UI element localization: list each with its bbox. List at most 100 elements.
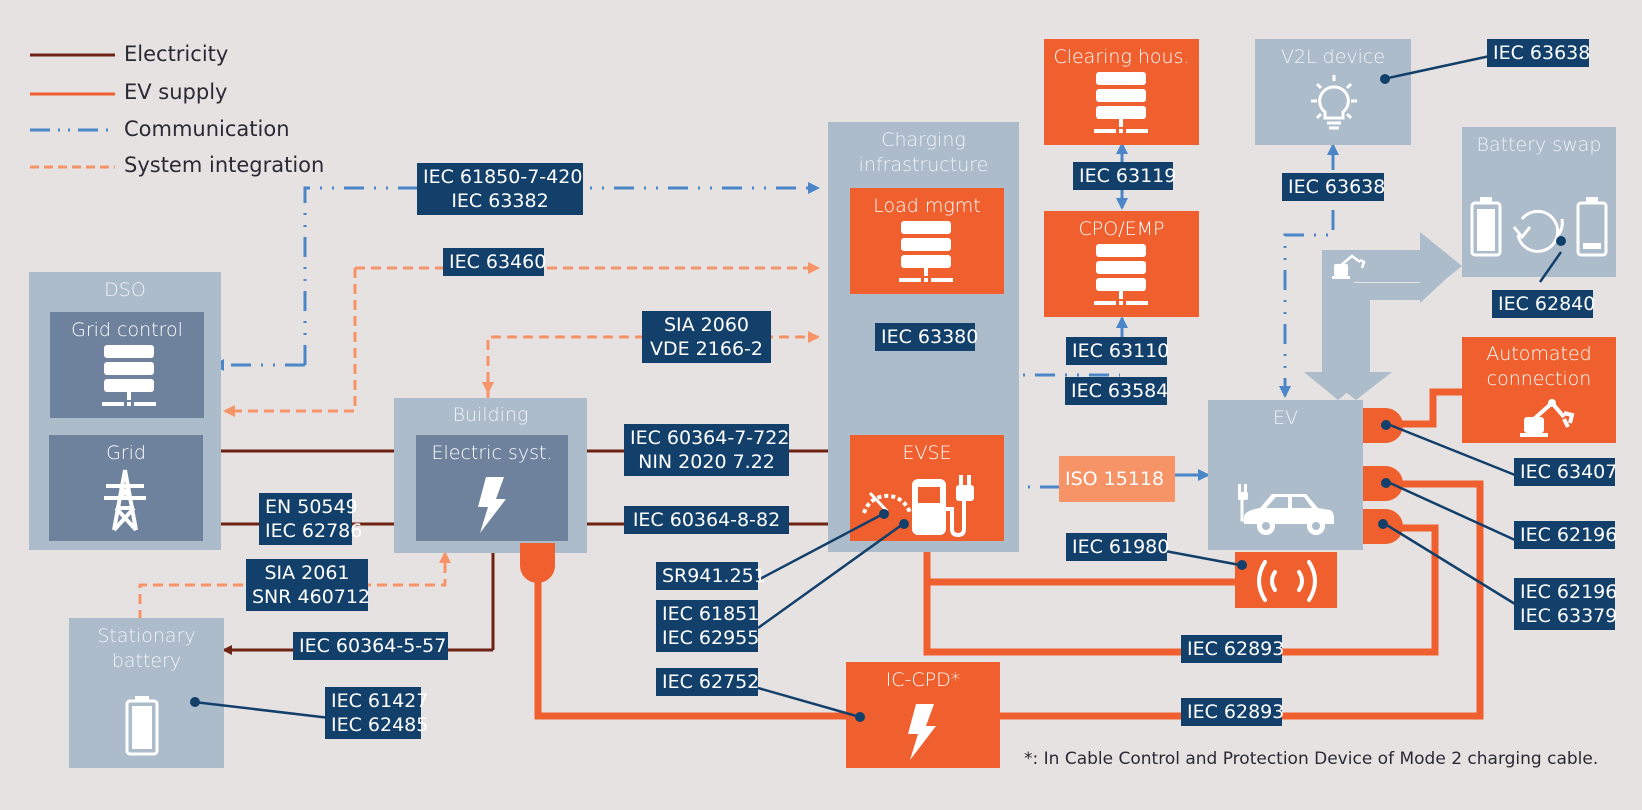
tag-iec-62893-evse: IEC 62893	[1181, 635, 1285, 663]
automated-connection-box[interactable]: Automated connection	[1462, 337, 1616, 443]
evse-meter-dot	[879, 509, 889, 519]
server-icon	[1094, 72, 1148, 133]
light-bulb-icon	[1311, 75, 1357, 130]
tag-line: NIN 2020 7.22	[638, 451, 775, 473]
tag-line: IEC 63638	[1288, 176, 1386, 198]
tag-line: IEC 63584	[1071, 380, 1169, 402]
tag-iec-63638-v2l: IEC 63638	[1487, 39, 1590, 67]
power-pylon-icon	[104, 469, 146, 532]
battery-swap-box[interactable]: Battery swap	[1462, 127, 1616, 277]
server-icon	[1094, 244, 1148, 305]
tag-line: IEC 60364-8-82	[632, 509, 781, 531]
dso-title: DSO	[104, 279, 146, 301]
ev-socket-ac	[1363, 466, 1403, 501]
tag-line: SR941.251	[662, 565, 766, 587]
v2l-device-box[interactable]: V2L device	[1255, 39, 1411, 145]
stationary-battery-box[interactable]: Stationary battery	[69, 618, 224, 768]
tag-line: IEC 61851	[662, 603, 760, 625]
grid-box[interactable]: Grid	[49, 435, 203, 541]
grid-control-box[interactable]: Grid control	[50, 312, 204, 418]
tag-line: IEC 63407	[1520, 461, 1618, 483]
lightning-icon	[478, 477, 506, 533]
grid-control-title: Grid control	[71, 319, 183, 341]
wireless-connector-dot	[1237, 560, 1247, 570]
tag-iec-62752: IEC 62752	[656, 668, 760, 696]
tag-sr941-251: SR941.251	[656, 562, 766, 590]
tag-line: IEC 62196	[1520, 581, 1618, 603]
server-icon	[899, 221, 953, 282]
tag-line: IEC 62752	[662, 671, 760, 693]
server-icon	[102, 345, 156, 406]
electric-syst-box[interactable]: Electric syst.	[416, 435, 568, 541]
cpo-emp-title: CPO/EMP	[1078, 218, 1165, 240]
lightning-icon	[908, 704, 936, 760]
tag-line: SIA 2061	[264, 562, 350, 584]
tag-line: IEC 62893	[1187, 701, 1285, 723]
comm-line-grid-to-infra	[303, 182, 820, 365]
battery-swap-title: Battery swap	[1476, 134, 1602, 156]
evse-box[interactable]: EVSE	[850, 435, 1004, 541]
socket-dot	[1381, 420, 1391, 430]
charging-infra-title-2: infrastructure	[858, 154, 989, 176]
sysint-line-to-dso	[223, 268, 357, 417]
stationary-battery-title-1: Stationary	[97, 625, 196, 647]
legend-label-electricity: Electricity	[124, 42, 229, 66]
v2l-connector-dot	[1380, 74, 1390, 84]
grid-title: Grid	[106, 442, 146, 464]
evse-comm-dot	[899, 519, 909, 529]
load-mgmt-title: Load mgmt	[873, 195, 981, 217]
tag-iec-63110: IEC 63110	[1066, 337, 1170, 365]
tag-iec-62196: IEC 62196	[1514, 521, 1617, 549]
electric-car-icon	[1238, 484, 1334, 535]
robot-arm-small-icon	[1332, 254, 1366, 279]
tag-line: EN 50549	[265, 496, 358, 518]
ev-supply-line-building-icpd	[534, 575, 846, 720]
automated-connection-title-1: Automated	[1486, 343, 1592, 365]
building-ev-socket	[520, 543, 555, 583]
cpo-emp-box[interactable]: CPO/EMP	[1044, 211, 1199, 317]
tag-iec-63119: IEC 63119	[1073, 162, 1176, 190]
tag-iec-63407: IEC 63407	[1514, 458, 1618, 486]
comm-line-ev-v2l	[1279, 210, 1335, 398]
tag-line: IEC 63110	[1072, 340, 1170, 362]
tag-line: IEC 62840	[1498, 293, 1596, 315]
tag-iso-15118: ISO 15118	[1059, 456, 1175, 502]
tag-line: IEC 62485	[331, 714, 429, 736]
tag-line: IEC 60364-5-57	[299, 635, 447, 657]
charging-infra-title-1: Charging	[881, 129, 966, 151]
tag-line: SIA 2060	[663, 314, 750, 336]
wireless-charging-icon	[1257, 560, 1317, 602]
ic-cpd-connector-dot	[855, 712, 865, 722]
ev-box[interactable]: EV	[1208, 400, 1363, 550]
tag-line: IEC 63460	[449, 251, 547, 273]
battery-swap-icon	[1470, 197, 1608, 257]
electric-syst-title: Electric syst.	[431, 442, 553, 464]
wireless-charging-box[interactable]	[1235, 552, 1337, 608]
ev-socket-dc	[1363, 509, 1403, 544]
tag-line: IEC 62955	[662, 627, 760, 649]
tag-line: IEC 63380	[881, 326, 979, 348]
automated-connection-title-2: connection	[1486, 368, 1592, 390]
tag-line: IEC 61427	[331, 690, 429, 712]
clearing-house-box[interactable]: Clearing hous.	[1044, 39, 1199, 145]
legend-label-ev-supply: EV supply	[124, 80, 228, 104]
tag-line: SNR 460712	[252, 586, 371, 608]
fuel-pump-plug-icon	[862, 475, 974, 537]
ic-cpd-box[interactable]: IC-CPD*	[846, 662, 1000, 768]
tag-line: IEC 62893	[1187, 638, 1285, 660]
evse-title: EVSE	[902, 442, 952, 464]
tag-line: IEC 62786	[265, 520, 363, 542]
tag-iec-63380: IEC 63380	[875, 323, 979, 351]
tag-line: IEC 61850-7-420	[423, 166, 583, 188]
load-mgmt-box[interactable]: Load mgmt	[850, 188, 1004, 294]
battery-connector-dot	[190, 697, 200, 707]
footnote: *: In Cable Control and Protection Devic…	[1024, 749, 1599, 769]
tag-line: IEC 63379	[1520, 605, 1618, 627]
tag-line: IEC 60364-7-722	[630, 427, 790, 449]
